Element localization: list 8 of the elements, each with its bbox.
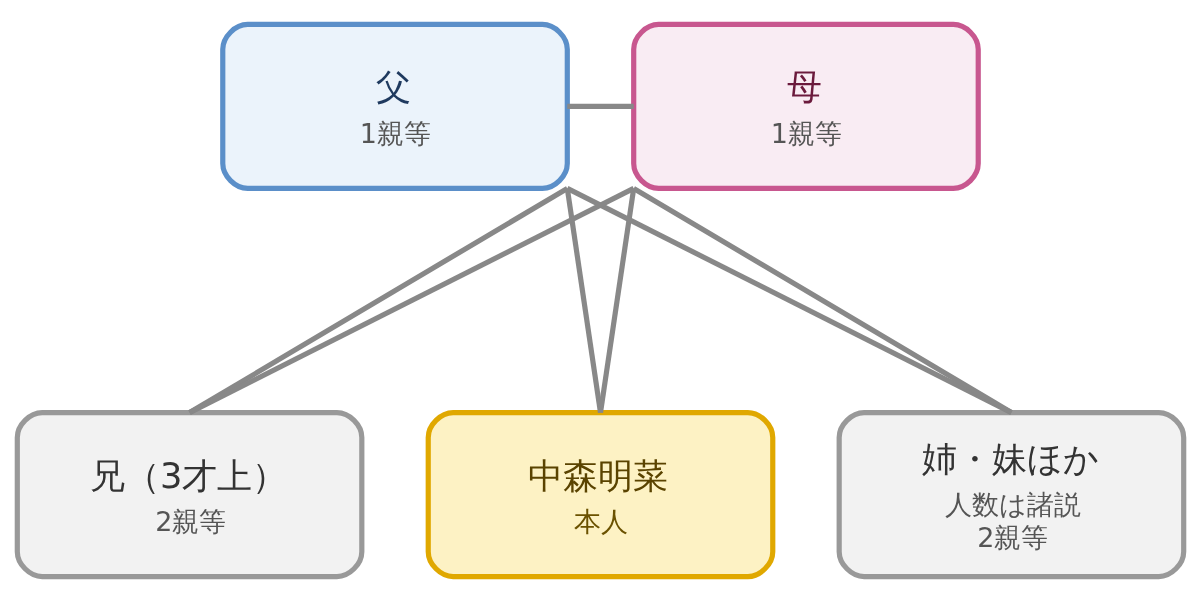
node-box: 父 1親等 <box>219 21 570 191</box>
connector <box>597 187 636 413</box>
node-box: 母 1親等 <box>630 21 981 191</box>
connector <box>566 103 634 109</box>
node-box: 姉・妹ほか 人数は諸説 2親等 <box>836 409 1186 579</box>
node-box: 中森明菜 本人 <box>425 409 775 579</box>
connector <box>564 187 603 413</box>
node-box: 兄（3才上） 2親等 <box>14 409 364 579</box>
